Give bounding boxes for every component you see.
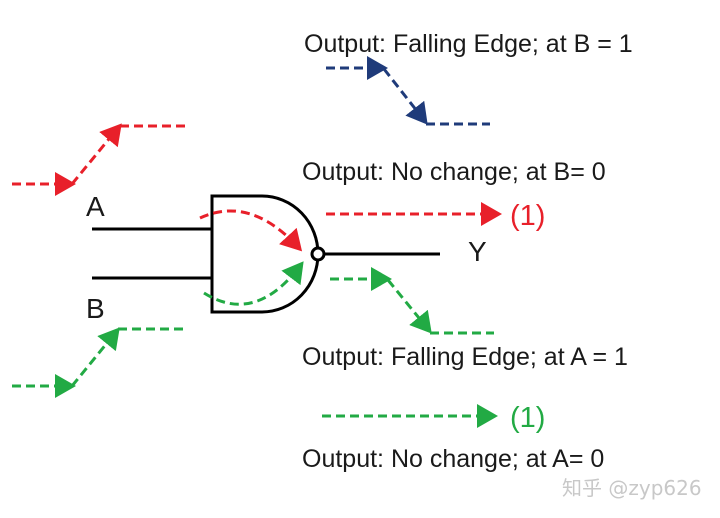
input-a-rising-waveform <box>12 123 190 196</box>
signal-path-a <box>199 209 303 252</box>
nand-inversion-bubble <box>310 246 326 262</box>
constant-output-value-green: (1) <box>510 402 545 434</box>
input-a-label: A <box>86 191 105 222</box>
output-falling-waveform-a <box>330 267 494 335</box>
constant-output-value-red: (1) <box>510 200 545 232</box>
nand-gate-body <box>210 194 320 314</box>
output-falling-waveform-b <box>326 56 490 126</box>
label-no-change-a-low: Output: No change; at A= 0 <box>302 445 604 473</box>
output-y-label: Y <box>468 236 487 267</box>
label-falling-edge-a-high: Output: Falling Edge; at A = 1 <box>302 343 628 371</box>
label-falling-edge-b-high: Output: Falling Edge; at B = 1 <box>304 30 633 58</box>
input-b-label: B <box>86 293 105 324</box>
watermark: 知乎 @zyp626 <box>562 476 702 500</box>
input-b-rising-waveform <box>12 327 188 398</box>
label-no-change-b-low: Output: No change; at B= 0 <box>302 158 606 186</box>
